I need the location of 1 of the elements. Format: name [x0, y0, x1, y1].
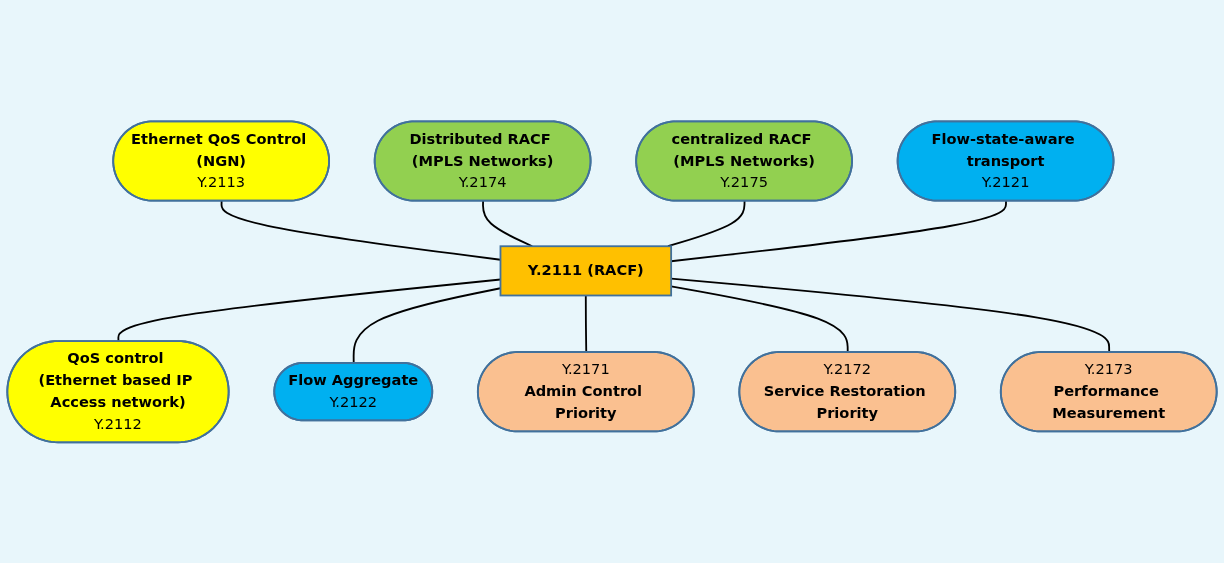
node-box: Y.2111 (RACF) — [499, 245, 673, 297]
